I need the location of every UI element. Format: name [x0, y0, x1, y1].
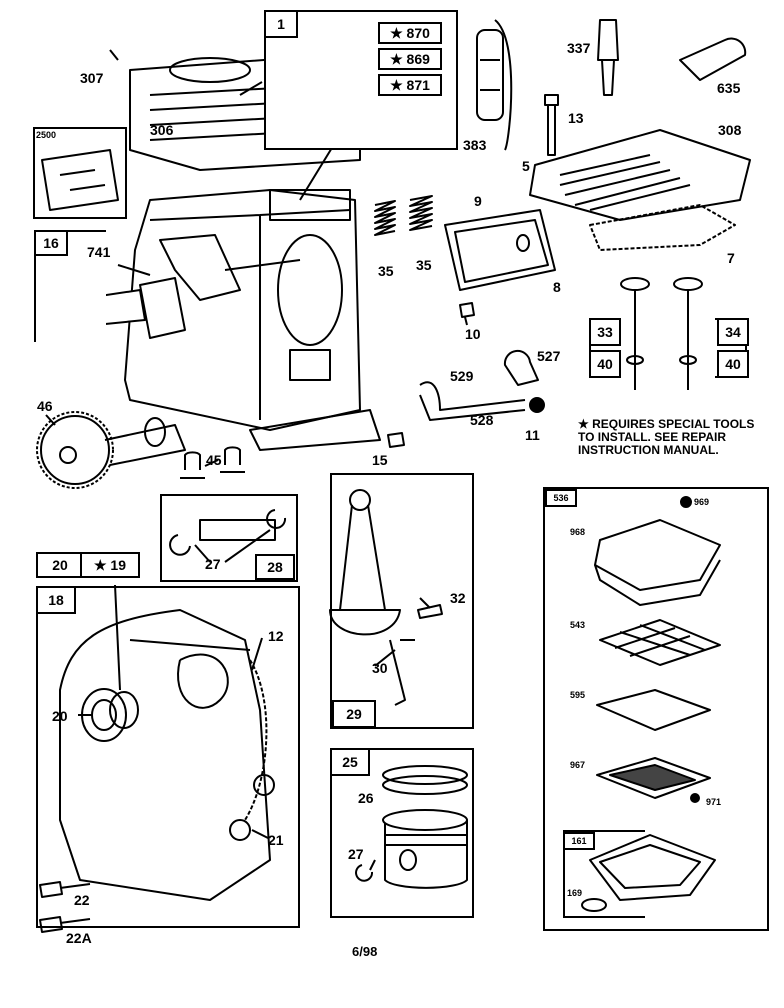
valve-34-label: 34	[717, 318, 749, 346]
retainer-40-right-label: 40	[717, 350, 749, 378]
kit-18-label: 18	[36, 586, 76, 614]
label-27-piston: 27	[348, 846, 364, 862]
label-20: 20	[52, 708, 68, 724]
retainer-40-left-label: 40	[589, 350, 621, 378]
label-10: 10	[465, 326, 481, 342]
label-169: 169	[567, 888, 583, 898]
label-969: 969	[694, 497, 710, 507]
kit-1-label: 1	[264, 10, 298, 38]
part-870-tag: ★ 870	[378, 22, 442, 44]
label-635: 635	[717, 80, 741, 96]
breather-drawing	[444, 209, 556, 291]
air-filter-kit-frame	[543, 487, 769, 931]
sump-cover-drawing	[59, 609, 275, 901]
label-595: 595	[570, 690, 586, 700]
label-307: 307	[80, 70, 104, 86]
label-741: 741	[87, 244, 111, 260]
label-45: 45	[206, 452, 222, 468]
label-22: 22	[74, 892, 90, 908]
note-line-1: REQUIRES SPECIAL TOOLS	[592, 417, 755, 431]
label-528: 528	[470, 412, 494, 428]
rod-kit-frame	[330, 473, 474, 729]
label-21: 21	[268, 832, 284, 848]
label-13: 13	[568, 110, 584, 126]
label-383: 383	[463, 137, 487, 153]
pin-kit-frame	[160, 494, 298, 582]
label-308: 308	[718, 122, 742, 138]
piston-kit-frame	[330, 748, 474, 918]
kit-29-label: 29	[332, 700, 376, 728]
label-12: 12	[268, 628, 284, 644]
engine-inset-label: 2500	[36, 130, 57, 140]
label-971: 971	[706, 797, 722, 807]
label-7: 7	[727, 250, 735, 266]
cam-gear-drawing	[36, 411, 186, 489]
label-26: 26	[358, 790, 374, 806]
part-871-tag: ★ 871	[378, 74, 442, 96]
piston-drawing	[355, 765, 468, 889]
star-icon: ★	[578, 417, 589, 431]
label-529: 529	[450, 368, 474, 384]
label-306: 306	[150, 122, 174, 138]
valve-33-label: 33	[589, 318, 621, 346]
label-46: 46	[37, 398, 53, 414]
label-30: 30	[372, 660, 388, 676]
base-kit-frame	[563, 830, 645, 918]
sump-kit-frame	[36, 586, 300, 928]
kit-161-label: 161	[563, 832, 595, 850]
part-869-tag: ★ 869	[378, 48, 442, 70]
valve-cover-drawing	[529, 129, 751, 251]
connecting-rod-drawing	[329, 489, 443, 706]
label-35-left: 35	[378, 263, 394, 279]
note-line-2: TO INSTALL. SEE REPAIR	[578, 430, 727, 444]
label-32: 32	[450, 590, 466, 606]
label-22a: 22A	[66, 930, 92, 946]
page-code: 6/98	[352, 944, 378, 959]
air-filter-parts-drawing	[581, 496, 721, 912]
special-tools-note: ★ REQUIRES SPECIAL TOOLS TO INSTALL. SEE…	[578, 418, 754, 457]
engine-inset-frame	[33, 127, 127, 219]
kit-28-label: 28	[255, 554, 295, 580]
kit-25-label: 25	[330, 748, 370, 776]
part-19-tag: ★ 19	[80, 552, 140, 578]
label-9: 9	[474, 193, 482, 209]
part-20-tag: 20	[36, 552, 84, 578]
label-967: 967	[570, 760, 586, 770]
valves-drawing	[620, 277, 703, 390]
kit-536-label: 536	[545, 489, 577, 507]
label-527: 527	[537, 348, 561, 364]
label-5: 5	[522, 158, 530, 174]
note-line-3: INSTRUCTION MANUAL.	[578, 443, 719, 457]
label-337: 337	[567, 40, 591, 56]
coil-drawing	[476, 19, 513, 151]
label-8: 8	[553, 279, 561, 295]
label-35-right: 35	[416, 257, 432, 273]
label-968: 968	[570, 527, 586, 537]
label-15: 15	[372, 452, 388, 468]
kit-16-label: 16	[34, 230, 68, 256]
label-11: 11	[525, 427, 540, 443]
label-27-pin: 27	[205, 556, 221, 572]
valve-springs-drawing	[374, 195, 433, 236]
label-543: 543	[570, 620, 586, 630]
